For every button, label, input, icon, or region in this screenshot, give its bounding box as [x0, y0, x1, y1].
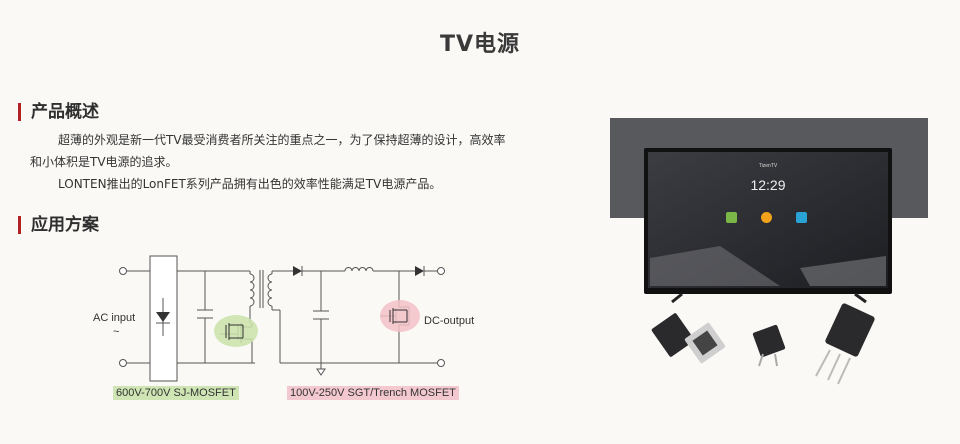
tv-clock: 12:29: [750, 177, 785, 193]
gallery-app-icon: [726, 212, 737, 223]
dc-output-label: DC-output: [424, 315, 475, 327]
section-heading-overview: 产品概述: [18, 103, 99, 121]
tv-brand: TizenTV: [759, 163, 778, 169]
sgt-mosfet-highlight: [380, 300, 420, 332]
output-terminal-bottom: [437, 359, 445, 367]
display-app-icon: [796, 212, 807, 223]
output-inductor: [344, 267, 374, 272]
tv-product-image: TizenTV 12:29: [610, 118, 928, 385]
sj-mosfet-tag: 600V-700V SJ-MOSFET: [113, 386, 239, 400]
circuit-diagram: [119, 255, 445, 382]
page-title: TV电源: [439, 32, 521, 57]
output-diode-icon: [293, 266, 302, 276]
overview-line-3: LONTEN推出的LonFET系列产品拥有出色的效率性能满足TV电源产品。: [58, 177, 442, 191]
to220-package-icon: [651, 313, 726, 364]
overview-text: 超薄的外观是新一代TV最受消费者所关注的重点之一，为了保持超薄的设计，高效率 和…: [30, 129, 555, 195]
sgt-mosfet-tag: 100V-250V SGT/Trench MOSFET: [287, 386, 459, 400]
ground-icon: [316, 368, 326, 376]
dpak-package-icon: [752, 324, 786, 367]
rectifier-diode-icon: [156, 312, 170, 322]
overview-line-2: 和小体积是TV电源的追求。: [30, 155, 178, 169]
ac-input-label: AC input: [93, 312, 136, 324]
sj-mosfet-highlight: [214, 315, 258, 347]
input-terminal-bottom: [119, 359, 127, 367]
output-terminal-top: [437, 267, 445, 275]
ac-symbol-label: ~: [113, 326, 120, 338]
section-heading-solution: 应用方案: [18, 216, 99, 234]
input-terminal-top: [119, 267, 127, 275]
overview-line-1: 超薄的外观是新一代TV最受消费者所关注的重点之一，为了保持超薄的设计，高效率: [58, 133, 506, 147]
output-diode-2-icon: [415, 266, 424, 276]
wifi-app-icon: [761, 212, 772, 223]
to247-package-icon: [815, 303, 875, 385]
